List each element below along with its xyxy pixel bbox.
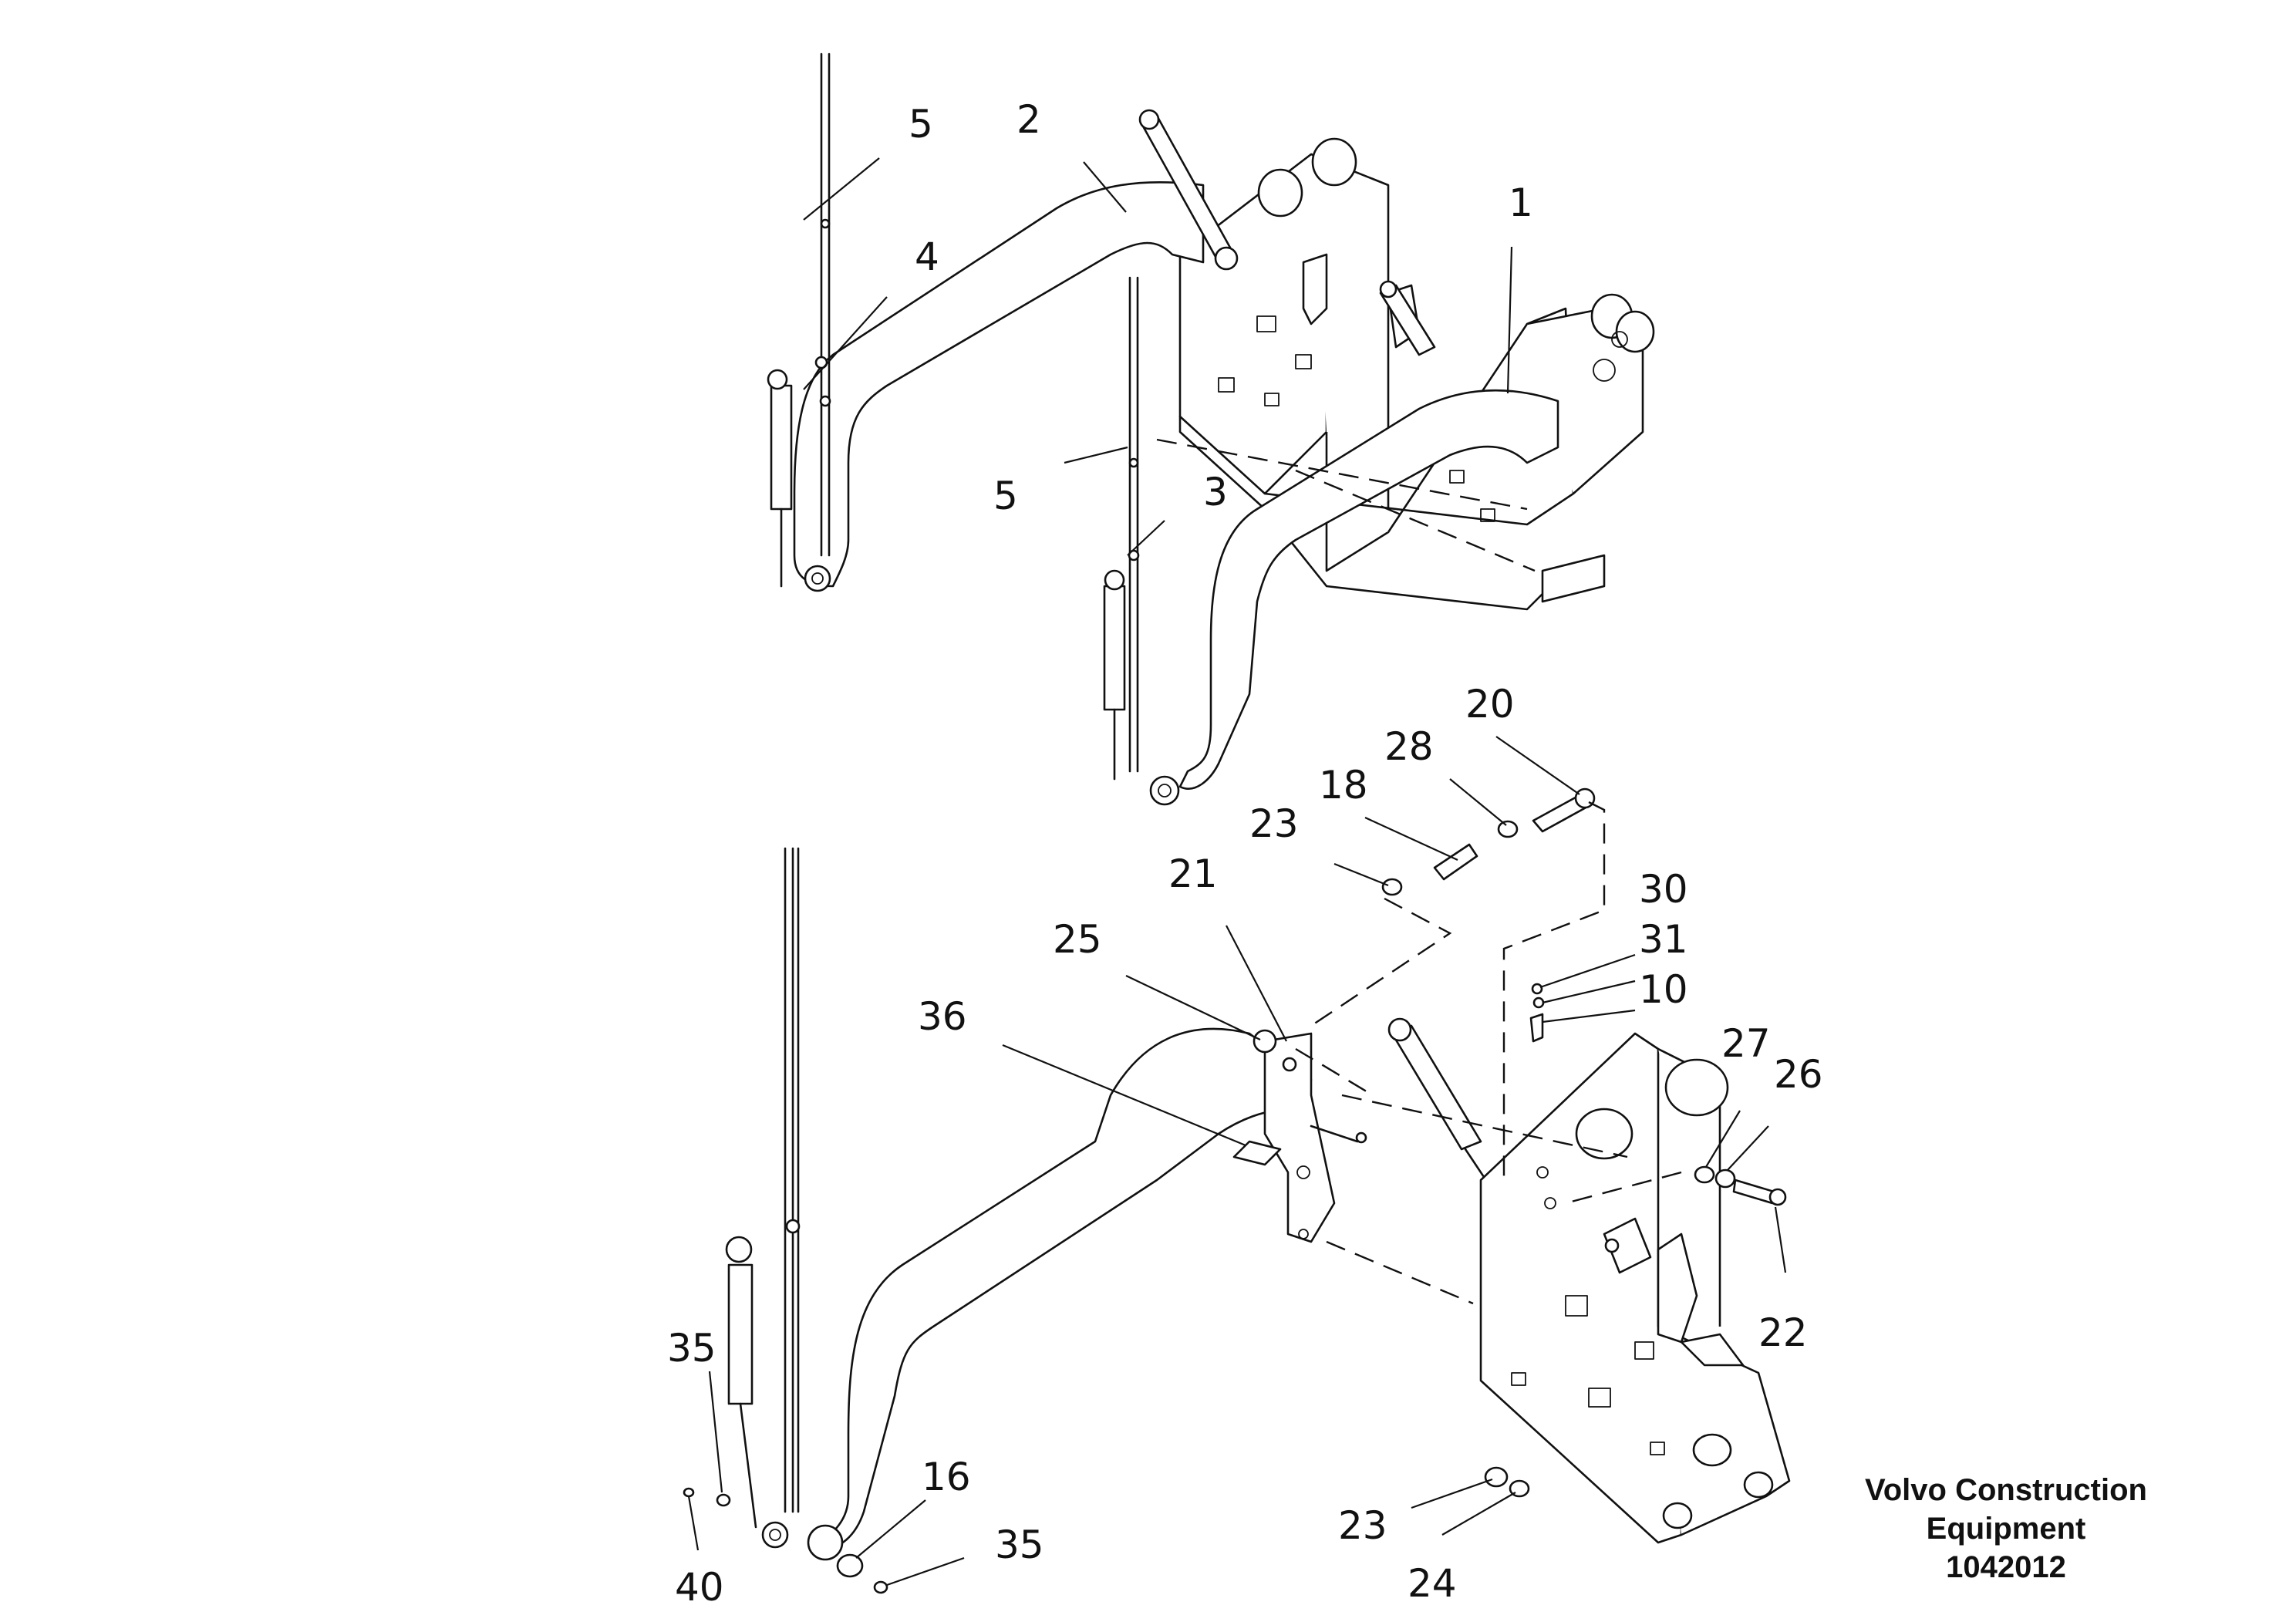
arm-back (793, 180, 1205, 592)
caption-company-line2: Equipment (1926, 1512, 2086, 1546)
callout-16: 16 (922, 1455, 971, 1499)
caption-drawing-number: 1042012 (1946, 1550, 2066, 1584)
callout-23: 23 (1249, 801, 1299, 846)
gas-spring-middle (1103, 276, 1140, 781)
callout-1: 1 (1509, 180, 1533, 225)
washer-bolt-group (1694, 1165, 1787, 1206)
arm-lower (761, 1027, 1313, 1561)
gas-spring-lower (725, 847, 801, 1529)
leader-25 (1125, 975, 1261, 1040)
callout-23: 23 (1338, 1503, 1387, 1548)
callout-35: 35 (667, 1326, 716, 1371)
lower-washers (683, 1487, 888, 1594)
caption-company: Volvo Construction (1865, 1473, 2147, 1507)
gas-spring-left (767, 52, 831, 588)
frame-lower (1479, 1032, 1791, 1544)
callout-36: 36 (918, 994, 967, 1039)
leader-22 (1774, 1206, 1787, 1273)
leader-23b (1411, 1478, 1493, 1509)
callout-labels: 5 2 4 1 5 3 20 28 18 23 21 30 31 10 25 3… (667, 97, 1823, 1610)
leader-35a (708, 1371, 723, 1493)
callout-21: 21 (1168, 851, 1218, 896)
callout-3: 3 (1203, 470, 1228, 514)
leader-3 (1127, 520, 1165, 556)
pin-assembly-top (1381, 787, 1596, 896)
callout-28: 28 (1384, 724, 1434, 769)
leader-16 (855, 1499, 926, 1559)
bolt-group-30-31-10 (1529, 983, 1545, 1043)
leader-5a (803, 157, 880, 221)
callout-40: 40 (675, 1565, 724, 1610)
callout-25: 25 (1053, 917, 1102, 962)
leader-36 (1002, 1044, 1246, 1147)
leader-18 (1364, 817, 1458, 861)
leader-35b (886, 1556, 965, 1587)
top-assembly (767, 52, 1655, 806)
leader-10 (1542, 1009, 1636, 1023)
leader-27 (1705, 1110, 1741, 1168)
leader-21 (1226, 925, 1287, 1042)
bracket-plate (1232, 1029, 1367, 1243)
callout-5: 5 (909, 102, 933, 147)
leader-31 (1542, 980, 1636, 1004)
frame-bracket (1178, 137, 1655, 611)
callout-35: 35 (995, 1523, 1044, 1567)
leader-28 (1449, 778, 1507, 826)
leader-26 (1727, 1125, 1769, 1171)
leader-1 (1506, 246, 1513, 394)
leader-30 (1539, 953, 1636, 989)
leader-23a (1333, 862, 1389, 887)
arm-front (1149, 389, 1559, 806)
leader-24 (1441, 1492, 1516, 1536)
bottom-assembly (683, 736, 1791, 1594)
leader-2 (1083, 161, 1127, 213)
leader-20 (1495, 736, 1580, 795)
callout-30: 30 (1639, 867, 1688, 912)
drawing-caption: Volvo Construction Equipment 1042012 (1844, 1471, 2168, 1587)
callout-2: 2 (1017, 97, 1041, 142)
callout-5: 5 (993, 474, 1018, 518)
callout-10: 10 (1639, 967, 1688, 1012)
callout-24: 24 (1408, 1561, 1457, 1606)
leader-5b (1064, 446, 1128, 464)
upper-link-cylinder (1138, 109, 1436, 356)
callout-31: 31 (1639, 917, 1688, 962)
callout-27: 27 (1721, 1021, 1771, 1066)
callout-26: 26 (1774, 1052, 1823, 1097)
callout-18: 18 (1319, 763, 1368, 808)
leader-4 (803, 296, 888, 390)
callout-20: 20 (1465, 682, 1515, 727)
callout-22: 22 (1758, 1310, 1808, 1355)
leader-40 (687, 1496, 700, 1551)
callout-4: 4 (915, 234, 939, 279)
nuts-bottom (1484, 1466, 1530, 1498)
